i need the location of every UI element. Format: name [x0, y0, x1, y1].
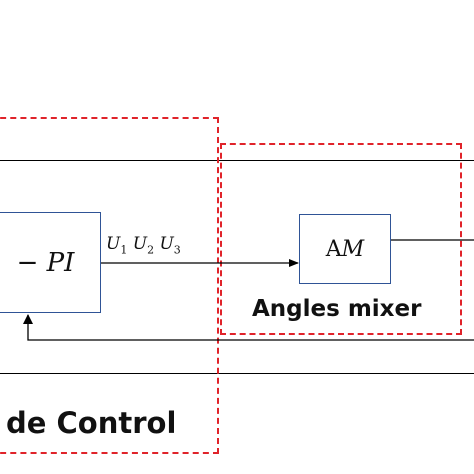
angles-mixer-region	[220, 143, 462, 335]
bottom-bus-line	[0, 373, 474, 374]
mode-control-label: de Control	[6, 406, 177, 440]
mode-control-region	[0, 117, 219, 454]
am-label-var: M	[341, 236, 365, 262]
pi-controller-block: − PI	[0, 212, 101, 313]
angles-mixer-block: AM	[299, 214, 391, 284]
angles-mixer-label: Angles mixer	[252, 296, 422, 322]
signal-u1: U1	[106, 234, 128, 257]
pi-block-label: − PI	[16, 247, 75, 278]
top-bus-line	[0, 160, 474, 161]
am-label-prefix: A	[325, 236, 342, 262]
feedback-arrowhead	[23, 314, 33, 324]
signal-u2: U2	[132, 234, 155, 257]
am-block-label: AM	[326, 237, 364, 262]
signal-u3: U3	[159, 234, 181, 257]
signal-labels: U1 U2 U3	[106, 234, 181, 256]
